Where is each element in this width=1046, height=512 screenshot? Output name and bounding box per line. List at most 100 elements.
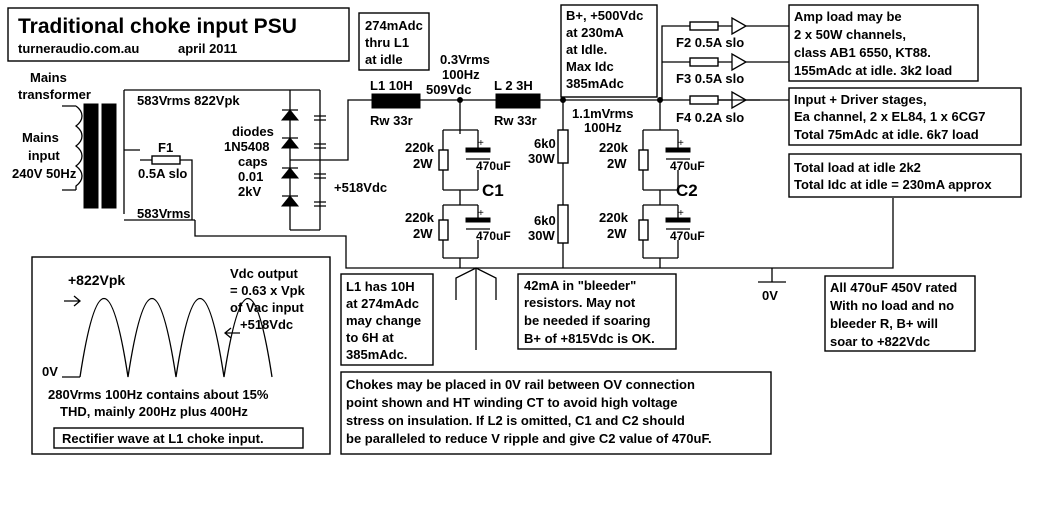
mains-input-2: input — [28, 148, 60, 163]
l1-current-box: 274mAdc thru L1 at idle — [358, 12, 430, 71]
l1-name: L1 10H — [370, 78, 413, 93]
wave-thd-2: THD, mainly 200Hz plus 400Hz — [60, 404, 248, 419]
wave-vpk: +822Vpk — [68, 272, 125, 288]
chokes-1: Chokes may be placed in 0V rail between … — [346, 377, 695, 392]
rect-vout: +518Vdc — [334, 180, 387, 195]
bplus-5: 385mAdc — [566, 76, 624, 91]
bleed-2: resistors. May not — [524, 295, 636, 310]
bplus-2: at 230mA — [566, 25, 624, 40]
amp-3: class AB1 6550, KT88. — [794, 45, 931, 60]
transformer-core-2 — [101, 103, 117, 209]
l1-current-2: thru L1 — [365, 35, 409, 50]
f1-name: F1 — [158, 140, 173, 155]
site-text: turneraudio.com.au — [18, 41, 139, 56]
c1-label: C1 — [482, 181, 504, 200]
capnote-3: bleeder R, B+ will — [830, 316, 938, 331]
bleed-4: B+ of +815Vdc is OK. — [524, 331, 655, 346]
fuse-f1 — [151, 155, 181, 165]
c1-rtop2: 2W — [413, 156, 433, 171]
output-fuses: F2 0.5A slo F3 0.5A slo F4 0.2A slo — [661, 16, 790, 125]
bplus-1: B+, +500Vdc — [566, 8, 643, 23]
chokes-2: point shown and HT winding CT to avoid h… — [346, 395, 677, 410]
amp-4: 155mAdc at idle. 3k2 load — [794, 63, 952, 78]
c2-rbot2: 2W — [607, 226, 627, 241]
wave-thd-1: 280Vrms 100Hz contains about 15% — [48, 387, 269, 402]
wave-vdc-3: of Vac input — [230, 300, 304, 315]
ripple2-1: 1.1mVrms — [572, 106, 633, 121]
c1-plus-bot: + — [478, 208, 484, 219]
l1note-1: L1 has 10H — [346, 279, 415, 294]
c2-plus-bot: + — [678, 208, 684, 219]
l2-rw: Rw 33r — [494, 113, 537, 128]
diode-1-icon — [280, 109, 300, 121]
driver-3: Total 75mAdc at idle. 6k7 load — [794, 127, 979, 142]
c2-cap-top: 470uF — [670, 159, 705, 173]
bleeder-note-box: 42mA in "bleeder" resistors. May not be … — [517, 273, 677, 350]
ripple1-2: 100Hz — [442, 67, 480, 82]
secondary-winding — [123, 89, 290, 221]
diode-2-icon — [280, 137, 300, 149]
rect-label-5: 2kV — [238, 184, 261, 199]
c1-network: 220k 2W 220k 2W 470uF 470uF + + C1 — [405, 100, 511, 268]
capnote-2: With no load and no — [830, 298, 954, 313]
chokes-4: be paralleled to reduce V ripple and giv… — [346, 431, 712, 446]
fuse-f3-label: F3 0.5A slo — [676, 71, 744, 86]
l1note-2: at 274mAdc — [346, 296, 419, 311]
l2-name: L 2 3H — [494, 78, 533, 93]
secondary-top-label: 583Vrms 822Vpk — [137, 93, 240, 108]
secondary-bottom-label: 583Vrms — [137, 206, 191, 221]
driver-box: Input + Driver stages, Ea channel, 2 x E… — [788, 87, 1022, 146]
c2-rtop: 220k — [599, 140, 629, 155]
l1-current-1: 274mAdc — [365, 18, 423, 33]
l1note-5: 385mAdc. — [346, 347, 407, 362]
main-rail: L1 10H Rw 33r 0.3Vrms 100Hz 509Vdc L 2 3… — [368, 52, 760, 135]
amp-box: Amp load may be 2 x 50W channels, class … — [788, 4, 979, 82]
l1note-4: to 6H at — [346, 330, 394, 345]
l1-rw: Rw 33r — [370, 113, 413, 128]
bplus-4: Max Idc — [566, 59, 614, 74]
total-2: Total Idc at idle = 230mA approx — [794, 177, 992, 192]
rectifier-bridge: diodes 1N5408 caps 0.01 2kV +518Vdc — [224, 89, 387, 231]
bplus-3: at Idle. — [566, 42, 607, 57]
c2-label: C2 — [676, 181, 698, 200]
fuse-f4 — [689, 95, 719, 105]
driver-1: Input + Driver stages, — [794, 92, 927, 107]
title-box: Traditional choke input PSU turneraudio.… — [7, 7, 350, 62]
capnote-4: soar to +822Vdc — [830, 334, 930, 349]
c2-rbot: 220k — [599, 210, 629, 225]
c1-plus-top: + — [478, 138, 484, 149]
c2-cap-bot: 470uF — [670, 229, 705, 243]
rect-label-2: 1N5408 — [224, 139, 270, 154]
ripple1-1: 0.3Vrms — [440, 52, 490, 67]
wave-caption: Rectifier wave at L1 choke input. — [62, 431, 264, 446]
ripple1-3: 509Vdc — [426, 82, 472, 97]
bplus-box: B+, +500Vdc at 230mA at Idle. Max Idc 38… — [560, 4, 658, 98]
c1-rbot2: 2W — [413, 226, 433, 241]
choke-l2 — [495, 93, 541, 109]
l1note-3: may change — [346, 313, 421, 328]
wave-vdc-1: Vdc output — [230, 266, 299, 281]
rect-label-4: 0.01 — [238, 169, 263, 184]
ground-rail: 0V — [194, 198, 894, 350]
bleeder-bot2: 30W — [528, 228, 555, 243]
transformer-core — [83, 103, 99, 209]
total-1: Total load at idle 2k2 — [794, 160, 921, 175]
c2-rtop2: 2W — [607, 156, 627, 171]
title-text: Traditional choke input PSU — [18, 15, 297, 38]
bleeder-resistors: 6k0 30W 6k0 30W — [528, 100, 569, 268]
cap-note-box: All 470uF 450V rated With no load and no… — [824, 275, 976, 352]
c1-rbot: 220k — [405, 210, 435, 225]
mains-input-3: 240V 50Hz — [12, 166, 77, 181]
transformer: Mains transformer Mains input 240V 50Hz … — [12, 70, 290, 221]
chokes-3: stress on insulation. If L2 is omitted, … — [346, 413, 685, 428]
date-text: april 2011 — [178, 41, 237, 56]
fuse-f2 — [689, 21, 719, 31]
l1-note-box: L1 has 10H at 274mAdc may change to 6H a… — [340, 273, 434, 366]
bleeder-bot: 6k0 — [534, 213, 556, 228]
choke-l1 — [371, 93, 421, 109]
c1-rtop: 220k — [405, 140, 435, 155]
rect-label-1: diodes — [232, 124, 274, 139]
fuse-f4-label: F4 0.2A slo — [676, 110, 744, 125]
amp-1: Amp load may be — [794, 9, 902, 24]
